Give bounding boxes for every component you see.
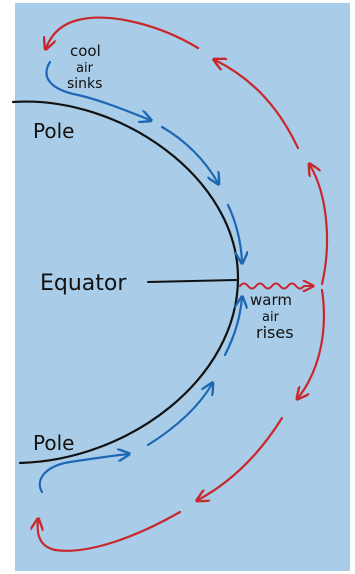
cool-air-label-line3: sinks (67, 76, 102, 92)
cool-air-surface-arrow-top-1 (160, 125, 218, 183)
warm-air-rising-arrow-top (310, 165, 329, 286)
equator-line (147, 279, 237, 283)
warm-air-label-line1: warm (250, 291, 292, 309)
warm-air-upper-arrow-bottom-2 (38, 510, 182, 552)
cool-air-sinking-arrow-top (45, 60, 150, 120)
warm-air-label-line2: air (262, 310, 280, 325)
warm-air-upper-arrow-bottom-1 (198, 416, 284, 500)
earth-hemisphere-outline (11, 100, 240, 465)
pole-bottom-label: Pole (33, 431, 74, 455)
warm-air-label-line3: rises (256, 323, 294, 342)
cool-air-surface-arrow-bottom-1 (146, 384, 212, 447)
pole-top-label: Pole (33, 119, 74, 143)
cool-air-surface-arrow-bottom-2 (223, 298, 242, 357)
cool-air-sinking-arrow-bottom (38, 454, 128, 494)
cool-air-surface-arrow-top-2 (226, 203, 242, 262)
warm-air-upper-arrow-top-1 (215, 60, 300, 150)
warm-air-rising-arrow-bottom (298, 288, 325, 398)
equator-label: Equator (40, 271, 127, 296)
cool-air-label-line2: air (76, 61, 94, 76)
warm-air-wavy-arrow (239, 284, 312, 289)
paper-background (15, 3, 350, 571)
cool-air-label-line1: cool (70, 42, 101, 60)
warm-air-upper-arrow-top-2 (46, 16, 200, 48)
